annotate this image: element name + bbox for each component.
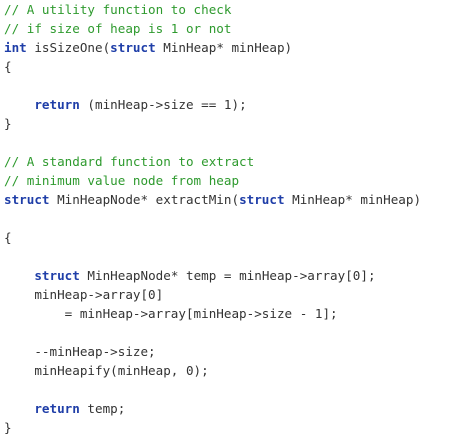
code-comment: // minimum value node from heap — [4, 173, 240, 188]
code-text: { — [4, 59, 12, 74]
code-text — [4, 97, 34, 112]
code-text: temp; — [79, 401, 126, 416]
code-line: struct MinHeapNode* extractMin(struct Mi… — [4, 190, 421, 209]
code-line: } — [4, 114, 421, 133]
code-keyword: struct — [4, 192, 50, 207]
code-line: // minimum value node from heap — [4, 171, 421, 190]
code-keyword: return — [34, 401, 80, 416]
code-line: return (minHeap->size == 1); — [4, 95, 421, 114]
code-keyword: struct — [34, 268, 80, 283]
code-text: (minHeap->size == 1); — [79, 97, 247, 112]
code-text: isSizeOne( — [26, 40, 111, 55]
code-text: = minHeap->array[minHeap->size - 1]; — [4, 306, 338, 321]
code-text: --minHeap->size; — [4, 344, 156, 359]
code-comment: // A standard function to extract — [4, 154, 255, 169]
code-text: MinHeapNode* temp = minHeap->array[0]; — [79, 268, 376, 283]
code-text: MinHeapNode* extractMin( — [49, 192, 240, 207]
code-text: } — [4, 116, 12, 131]
code-line: { — [4, 57, 421, 76]
code-line: minHeap->array[0] — [4, 285, 421, 304]
code-keyword: struct — [110, 40, 156, 55]
code-line — [4, 76, 421, 95]
code-text: { — [4, 230, 12, 245]
code-line: // A utility function to check — [4, 0, 421, 19]
code-line: --minHeap->size; — [4, 342, 421, 361]
code-line: minHeapify(minHeap, 0); — [4, 361, 421, 380]
code-keyword: struct — [239, 192, 285, 207]
code-comment: // if size of heap is 1 or not — [4, 21, 232, 36]
code-line — [4, 247, 421, 266]
code-line — [4, 209, 421, 228]
code-keyword: return — [34, 97, 80, 112]
code-line — [4, 323, 421, 342]
code-line — [4, 380, 421, 399]
code-block: // A utility function to check // if size… — [4, 0, 421, 437]
code-text: minHeapify(minHeap, 0); — [4, 363, 209, 378]
code-line: // if size of heap is 1 or not — [4, 19, 421, 38]
code-line: = minHeap->array[minHeap->size - 1]; — [4, 304, 421, 323]
code-keyword: int — [4, 40, 27, 55]
code-line: return temp; — [4, 399, 421, 418]
code-line: // A standard function to extract — [4, 152, 421, 171]
code-text: minHeap->array[0] — [4, 287, 164, 302]
code-line: } — [4, 418, 421, 437]
code-line — [4, 133, 421, 152]
code-text — [4, 401, 34, 416]
code-text: MinHeap* minHeap) — [155, 40, 293, 55]
code-text — [4, 268, 34, 283]
code-line: int isSizeOne(struct MinHeap* minHeap) — [4, 38, 421, 57]
code-comment: // A utility function to check — [4, 2, 232, 17]
code-text: MinHeap* minHeap) — [284, 192, 422, 207]
code-line: { — [4, 228, 421, 247]
code-line: struct MinHeapNode* temp = minHeap->arra… — [4, 266, 421, 285]
code-text: } — [4, 420, 12, 435]
